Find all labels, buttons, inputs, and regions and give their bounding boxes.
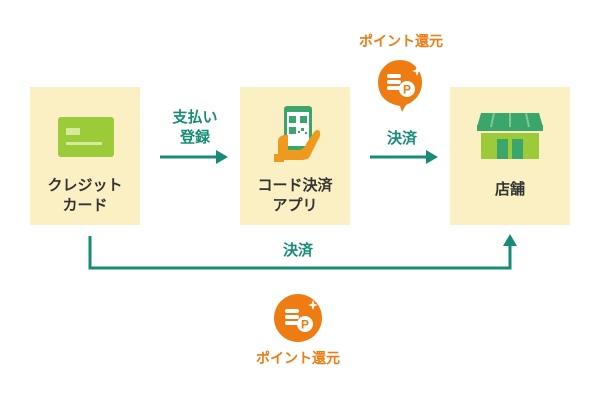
points-label-top: ポイント還元 (359, 34, 443, 50)
pay-label-card-store: 決済 (282, 241, 313, 259)
register-arrowhead (216, 150, 228, 164)
credit-card-node: クレジット カード (30, 87, 140, 225)
store-icon (477, 112, 543, 159)
code-app-label-line2: アプリ (272, 196, 318, 214)
register-label-line1: 支払い (172, 108, 218, 126)
register-label-line2: 登録 (179, 128, 210, 146)
pay-arrowhead-app-store (426, 150, 438, 164)
pay-label-app-store: 決済 (386, 129, 417, 147)
svg-text:P: P (301, 318, 309, 332)
credit-card-icon (58, 117, 114, 157)
credit-card-label-line2: カード (62, 196, 108, 214)
svg-text:P: P (403, 83, 411, 97)
coin-points-icon: P (378, 60, 422, 112)
code-app-node: コード決済 アプリ (240, 87, 350, 225)
code-app-label-line1: コード決済 (257, 176, 333, 194)
pay-arrow-card-store (88, 236, 512, 270)
coin-points-icon: P (274, 294, 322, 342)
store-label: 店舗 (494, 180, 525, 198)
smartphone-qr-icon (274, 106, 321, 162)
points-label-bottom: ポイント還元 (256, 351, 340, 367)
credit-card-label-line1: クレジット (47, 176, 123, 194)
pay-arrowhead-card-store (503, 234, 517, 246)
store-node: 店舗 (450, 87, 570, 225)
